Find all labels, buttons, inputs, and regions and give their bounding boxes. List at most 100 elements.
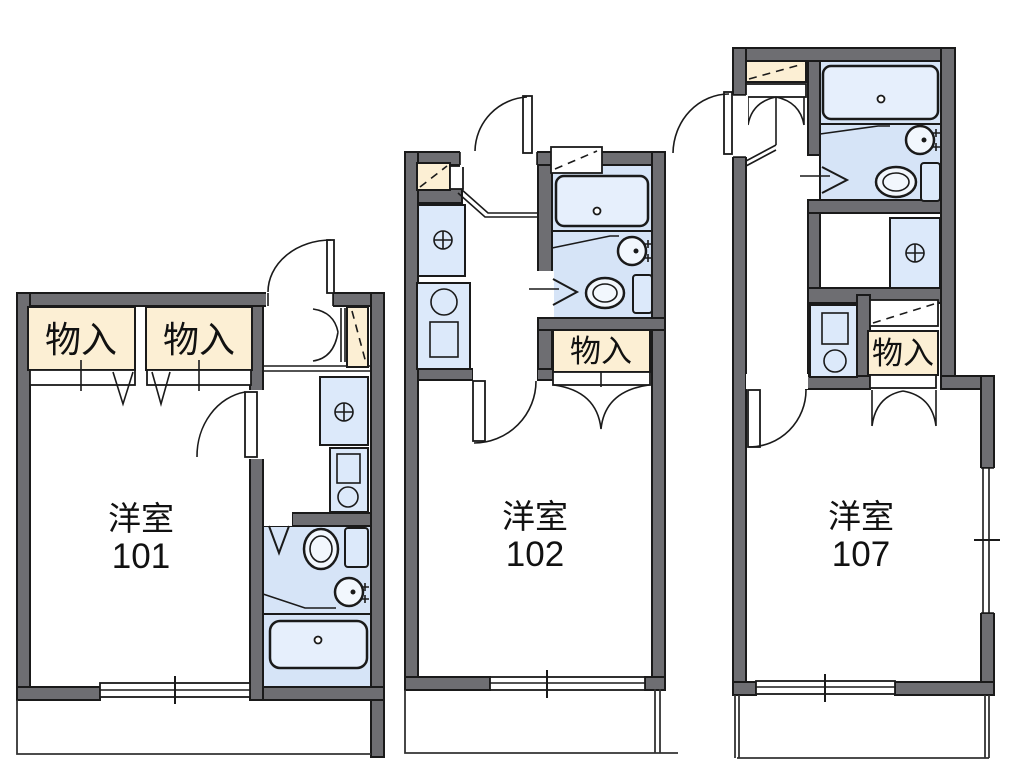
double-door-arcs <box>871 390 937 427</box>
balcony-outline <box>16 700 371 755</box>
balcony-divider <box>654 689 661 753</box>
drain-icon <box>592 206 602 216</box>
shelf-dashed-line <box>419 165 448 188</box>
toilet-icon <box>302 527 340 571</box>
entry-closet-front <box>340 308 346 362</box>
closet-door-track <box>29 369 136 386</box>
toilet-icon <box>874 165 918 199</box>
wall <box>404 151 419 691</box>
stove-unit <box>416 282 471 370</box>
balcony-outline <box>404 690 678 754</box>
unit-101: 物入 物入 <box>16 239 385 758</box>
vanity-counter-line <box>819 125 890 135</box>
entry-closet-doors-icon <box>312 308 339 362</box>
room-type-label: 洋室 <box>108 500 174 537</box>
toilet-icon <box>584 276 626 310</box>
door-jamb <box>267 293 334 306</box>
folding-door-icon <box>151 371 171 407</box>
room-type-label: 洋室 <box>828 498 894 535</box>
shelf-dashed-line <box>872 303 935 324</box>
washbasin-icon <box>333 576 369 608</box>
room-number-label: 101 <box>112 537 170 576</box>
room-number-label: 107 <box>832 535 890 574</box>
drain-icon <box>313 635 323 645</box>
shelf-dashed-line <box>748 63 804 80</box>
wall <box>249 686 385 701</box>
wall <box>980 375 995 469</box>
stove-icon <box>429 321 459 358</box>
entrance-door-leaf <box>326 239 335 294</box>
entrance-opening <box>460 150 537 167</box>
bathtub-icon <box>821 64 940 121</box>
door-opening <box>473 367 537 381</box>
entrance-door-arc <box>672 93 730 154</box>
wall <box>644 676 666 691</box>
burner-icon <box>823 349 847 373</box>
balcony-outline <box>737 695 990 759</box>
wall <box>807 60 821 156</box>
room-type-label: 洋室 <box>502 498 568 535</box>
closet-door-track <box>869 374 937 389</box>
wall <box>537 164 553 274</box>
entrance-door-arc <box>474 96 528 152</box>
unit-102: 物入 洋室 102 <box>404 95 678 754</box>
wall <box>732 681 757 696</box>
stove-unit <box>809 304 858 378</box>
bathtub-icon <box>268 619 369 670</box>
folding-door-icon <box>552 278 580 306</box>
wall <box>894 681 995 696</box>
wall <box>16 686 101 701</box>
toilet-tank <box>632 274 653 314</box>
entrance-opening <box>731 95 748 157</box>
kitchen-sink-icon <box>905 243 925 263</box>
step-line <box>745 144 777 167</box>
door-arc <box>748 389 807 448</box>
balcony-divider <box>734 695 740 758</box>
closet-101-right <box>145 306 253 371</box>
door-jamb <box>733 94 746 158</box>
closet-label: 物入 <box>45 319 117 360</box>
wall <box>732 156 747 696</box>
door-jamb <box>459 152 538 165</box>
stove-icon <box>336 453 361 484</box>
wall <box>940 47 956 377</box>
vanity-counter-line <box>551 235 619 249</box>
door-opening <box>746 374 808 389</box>
closet-label: 物入 <box>163 319 235 360</box>
folding-door-icon <box>112 371 134 407</box>
shelf-dashed-line <box>554 150 598 170</box>
door-leaf <box>472 380 486 442</box>
closet-label: 物入 <box>872 336 934 371</box>
stove-icon <box>821 312 849 345</box>
folding-door-icon <box>268 525 290 556</box>
toilet-tank <box>344 527 369 568</box>
bathtub-icon <box>554 174 650 228</box>
step-line <box>457 188 538 218</box>
shelf-dashed-line <box>351 310 367 364</box>
washbasin-icon <box>904 124 940 156</box>
closet-102 <box>552 329 651 373</box>
door-leaf <box>747 389 761 448</box>
stove-unit <box>329 447 369 513</box>
wall <box>732 47 956 62</box>
wall <box>291 512 372 527</box>
entry-cabinet <box>449 165 464 190</box>
vanity-counter-line <box>262 593 336 609</box>
closet-107 <box>867 330 939 376</box>
wall <box>537 317 666 331</box>
burner-icon <box>430 288 458 316</box>
closet-label: 物入 <box>570 334 632 369</box>
door-opening <box>536 271 554 317</box>
room-number-label: 102 <box>506 535 564 574</box>
entrance-door-leaf <box>522 95 533 154</box>
double-door-arcs <box>553 384 650 430</box>
wall <box>536 368 554 381</box>
door-leaf <box>244 391 258 458</box>
wall <box>807 199 942 214</box>
kitchen-sink-icon <box>433 230 453 250</box>
door-arc <box>473 380 537 444</box>
closet-101-left <box>27 306 136 371</box>
entrance-door-arc <box>267 239 332 293</box>
